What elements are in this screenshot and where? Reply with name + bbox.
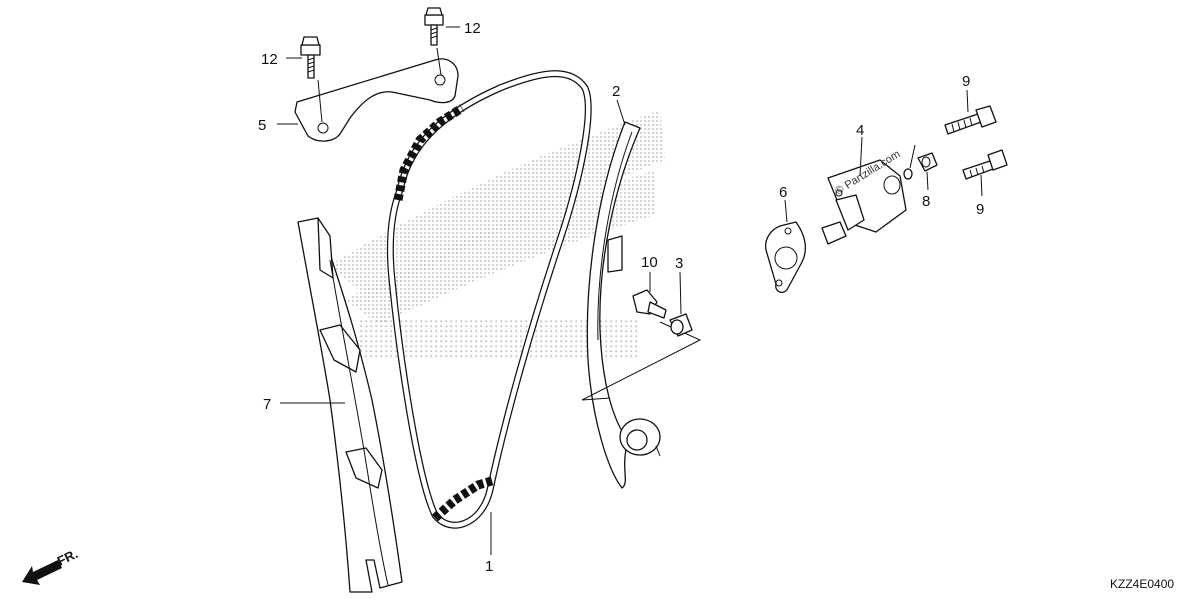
diagram-code: KZZ4E0400 (1110, 577, 1174, 591)
callout-1: 1 (485, 558, 493, 575)
callout-10: 10 (641, 254, 658, 271)
collar-3 (669, 313, 693, 337)
callout-7: 7 (263, 396, 271, 413)
tensioner-lifter (821, 159, 907, 245)
bolt-12-right (424, 7, 444, 46)
callout-5: 5 (258, 117, 266, 134)
bolt-12-left (300, 36, 321, 79)
callout-4: 4 (856, 122, 864, 139)
cam-chain (386, 70, 592, 529)
front-direction-arrow: FR. (22, 546, 80, 585)
callout-12-left: 12 (261, 51, 278, 68)
callout-6: 6 (779, 184, 787, 201)
washer (903, 168, 913, 180)
tensioner-arm (586, 121, 661, 489)
bolt-8 (917, 152, 938, 172)
callout-12-right: 12 (464, 20, 481, 37)
callout-9-lower: 9 (976, 201, 984, 218)
callout-2: 2 (612, 83, 620, 100)
brand-watermark-logo (330, 110, 665, 360)
bolt-10 (632, 289, 667, 319)
callout-3: 3 (675, 255, 683, 272)
bracket-plate (294, 58, 459, 142)
chain-guide (297, 217, 403, 593)
bolt-9-lower (962, 149, 1008, 180)
callout-8: 8 (922, 193, 930, 210)
gasket (764, 221, 807, 294)
callout-9-upper: 9 (962, 73, 970, 90)
bolt-9-upper (944, 105, 997, 135)
